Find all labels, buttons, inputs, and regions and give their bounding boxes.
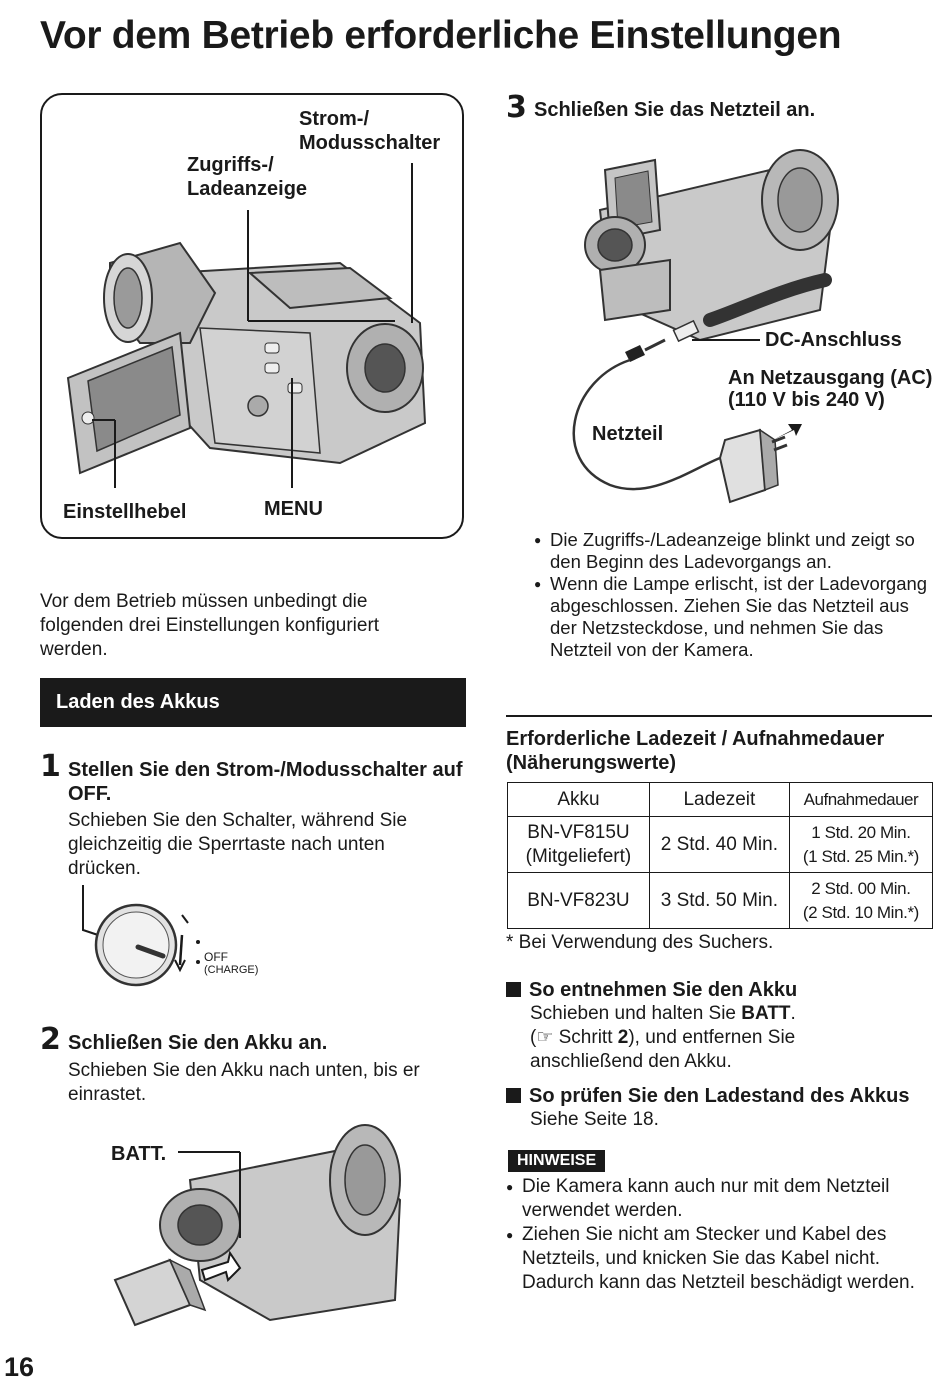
table-cell: 2 Std. 00 Min. (2 Std. 10 Min.*) <box>788 872 934 929</box>
table-row: BN-VF823U 3 Std. 50 Min. 2 Std. 00 Min. … <box>507 872 934 929</box>
table-cell: 1 Std. 20 Min. (1 Std. 25 Min.*) <box>788 816 934 873</box>
square-bullet-icon <box>506 982 521 997</box>
step-3-title: Schließen Sie das Netzteil an. <box>534 99 816 121</box>
step-3-bullets: Die Zugriffs-/Ladeanzeige blinkt und zei… <box>534 529 929 661</box>
step-2-number: 2 <box>40 1022 61 1057</box>
step-2-title: Schließen Sie den Akku an. <box>68 1032 328 1054</box>
section-heading: Laden des Akkus <box>40 678 466 727</box>
square-bullet-icon <box>506 1088 521 1103</box>
table-header: Ladezeit <box>648 782 790 817</box>
check-battery-title: So prüfen Sie den Ladestand des Akkus <box>506 1084 909 1108</box>
table-cell: BN-VF823U <box>507 872 650 929</box>
dial-off-label: OFF <box>204 950 228 964</box>
camera-overview-illustration <box>66 163 427 488</box>
notes-badge: HINWEISE <box>508 1150 606 1172</box>
table-cell: 3 Std. 50 Min. <box>648 872 790 929</box>
notes-list: Die Kamera kann auch nur mit dem Netztei… <box>506 1175 932 1295</box>
table-header: Aufnahmedauer <box>788 782 934 817</box>
adapter-label: Netzteil <box>592 423 664 445</box>
remove-battery-title: So entnehmen Sie den Akku <box>506 978 797 1002</box>
power-dial-illustration <box>82 885 200 987</box>
adjust-lever-label: Einstellhebel <box>63 501 187 523</box>
step-2-text: Schieben Sie den Akku nach unten, bis er… <box>68 1060 420 1105</box>
table-footnote: * Bei Verwendung des Suchers. <box>506 932 774 953</box>
batt-label: BATT. <box>111 1143 167 1165</box>
table-cell: 2 Std. 40 Min. <box>648 816 790 873</box>
access-indicator-label: Zugriffs-/ Ladeanzeige <box>187 154 308 200</box>
intro-text: Vor dem Betrieb müssen unbedingt die fol… <box>40 591 380 660</box>
power-switch-label: Strom-/ Modusschalter <box>299 108 441 154</box>
camera-overview-figure <box>40 93 464 539</box>
list-item: Die Zugriffs-/Ladeanzeige blinkt und zei… <box>534 529 929 573</box>
table-header: Akku <box>507 782 650 817</box>
table-heading: Erforderliche Ladezeit / Aufnahmedauer (… <box>506 728 885 774</box>
page-number: 16 <box>4 1352 35 1382</box>
step-1-title: Stellen Sie den Strom-/Modusschalter auf… <box>68 759 463 805</box>
battery-attach-illustration <box>113 1124 402 1327</box>
remove-battery-text: Schieben und halten Sie BATT. (☞ Schritt… <box>530 1003 796 1072</box>
table-header-row: Akku Ladezeit Aufnahmedauer <box>507 782 934 817</box>
dc-connector-label: DC-Anschluss <box>765 329 902 351</box>
check-battery-text: Siehe Seite 18. <box>530 1109 659 1130</box>
table-row: BN-VF815U (Mitgeliefert) 2 Std. 40 Min. … <box>507 816 934 873</box>
ac-outlet-label: An Netzausgang (AC) <box>728 367 933 389</box>
dial-charge-label: (CHARGE) <box>204 964 259 976</box>
list-item: Ziehen Sie nicht am Stecker und Kabel de… <box>506 1223 932 1295</box>
list-item: Die Kamera kann auch nur mit dem Netztei… <box>506 1175 932 1223</box>
voltage-label: (110 V bis 240 V) <box>728 389 885 411</box>
step-1-text: Schieben Sie den Schalter, während Sie g… <box>68 810 408 879</box>
table-divider <box>506 715 932 717</box>
step-1-number: 1 <box>40 749 61 784</box>
step-3-number: 3 <box>506 90 527 125</box>
table-cell: BN-VF815U (Mitgeliefert) <box>507 816 650 873</box>
menu-label: MENU <box>264 498 323 520</box>
charge-time-table: Akku Ladezeit Aufnahmedauer BN-VF815U (M… <box>507 782 934 929</box>
ac-adapter-illustration <box>572 149 839 504</box>
page-title: Vor dem Betrieb erforderliche Einstellun… <box>40 14 842 57</box>
list-item: Wenn die Lampe erlischt, ist der Ladevor… <box>534 573 929 661</box>
